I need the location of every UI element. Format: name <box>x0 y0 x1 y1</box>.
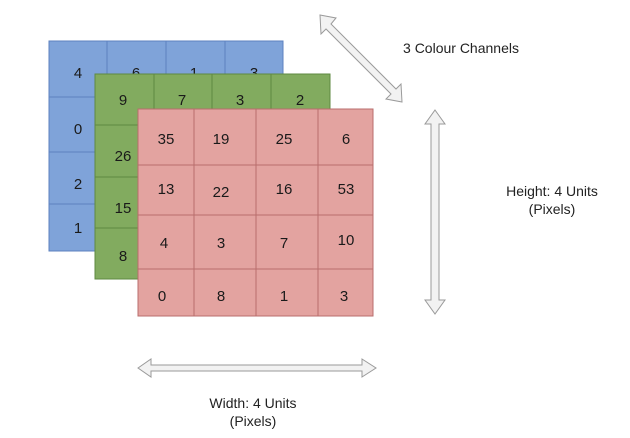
red-cell: 25 <box>275 130 293 148</box>
green-cell: 7 <box>177 91 187 109</box>
blue-cell: 2 <box>73 175 83 193</box>
width-label-line1: Width: 4 Units <box>209 395 297 411</box>
red-channel-grid-lines <box>137 108 374 317</box>
height-label-line1: Height: 4 Units <box>506 183 598 199</box>
blue-cell: 1 <box>73 219 83 237</box>
blue-cell: 3 <box>249 64 259 82</box>
width-label-line2: (Pixels) <box>229 413 277 429</box>
red-cell: 53 <box>337 180 355 198</box>
blue-cell: 1 <box>189 64 199 82</box>
green-cell: 15 <box>114 199 132 217</box>
red-cell: 0 <box>157 287 167 305</box>
red-cell: 22 <box>212 183 230 201</box>
channels-double-arrow <box>319 14 403 103</box>
blue-cell: 4 <box>73 64 83 82</box>
red-cell: 1 <box>279 287 289 305</box>
red-cell: 8 <box>216 287 226 305</box>
height-double-arrow <box>424 109 446 315</box>
height-label-line2: (Pixels) <box>528 201 576 217</box>
channels-label: 3 Colour Channels <box>403 40 519 56</box>
green-cell: 3 <box>235 91 245 109</box>
red-cell: 19 <box>212 130 230 148</box>
red-cell: 4 <box>159 234 169 252</box>
blue-cell: 6 <box>131 64 141 82</box>
red-cell: 16 <box>275 180 293 198</box>
red-channel-grid: 35 19 25 6 13 22 16 53 4 3 7 10 0 8 1 3 <box>137 108 374 317</box>
red-cell: 3 <box>339 287 349 305</box>
red-cell: 6 <box>341 130 351 148</box>
green-cell: 9 <box>118 91 128 109</box>
green-cell: 2 <box>295 91 305 109</box>
width-label: Width: 4 Units (Pixels) <box>188 394 318 430</box>
red-cell: 35 <box>157 130 175 148</box>
blue-cell: 0 <box>73 120 83 138</box>
green-cell: 26 <box>114 147 132 165</box>
red-cell: 13 <box>157 180 175 198</box>
red-cell: 3 <box>216 234 226 252</box>
green-cell: 8 <box>118 247 128 265</box>
red-cell: 10 <box>337 231 355 249</box>
height-label: Height: 4 Units (Pixels) <box>486 182 618 218</box>
width-double-arrow <box>137 358 377 378</box>
red-cell: 7 <box>279 234 289 252</box>
